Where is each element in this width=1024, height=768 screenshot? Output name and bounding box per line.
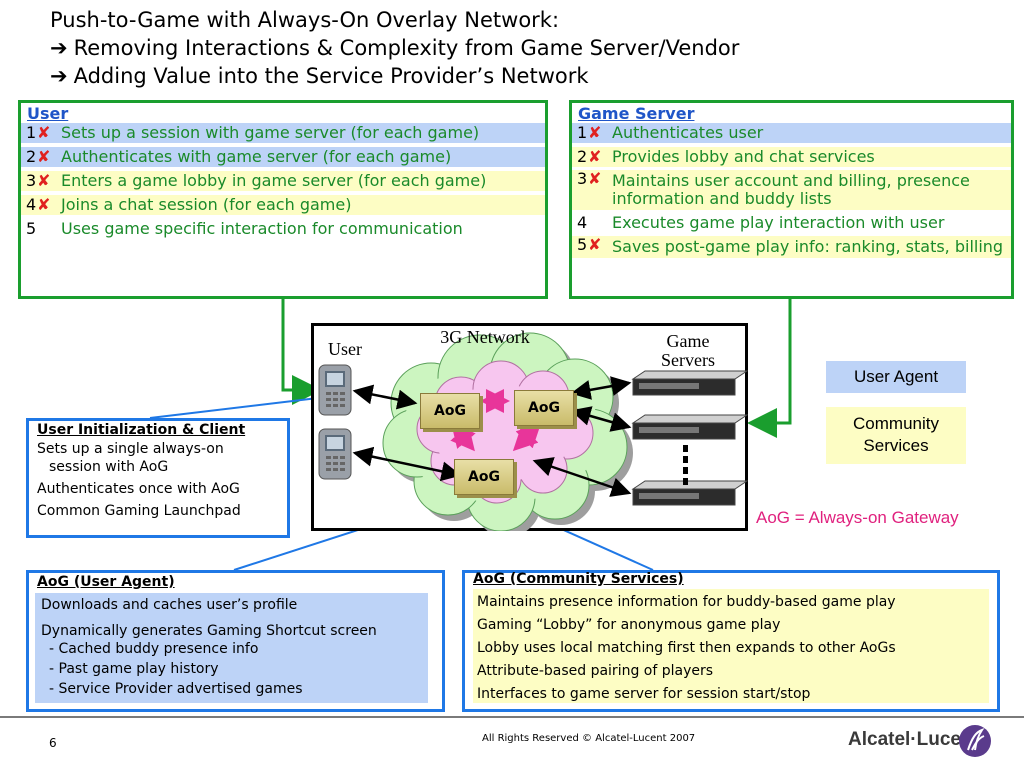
x-mark-icon: ✘ [37,195,51,214]
aog-user-agent-line: Dynamically generates Gaming Shortcut sc… [41,623,377,639]
legend-community-services: Community Services [826,407,966,464]
aog-community-line: Gaming “Lobby” for anonymous game play [477,617,781,633]
user-item-4: 4✘Joins a chat session (for each game) [21,195,545,215]
x-mark-icon: ✘ [588,123,602,142]
aog-mesh-link [512,422,542,452]
aog-definition: AoG = Always-on Gateway [756,508,959,527]
aog-community-line: Attribute-based pairing of players [477,663,714,679]
server-item-1: 1✘Authenticates user [572,123,1011,143]
user-item-1: 1✘Sets up a session with game server (fo… [21,123,545,143]
game-server-box: Game Server 1✘Authenticates user 2✘Provi… [569,100,1014,299]
aog-user-agent-line: Downloads and caches user’s profile [41,597,298,613]
cloud-label: 3G Network [440,327,529,347]
alcatel-lucent-logo-icon [959,725,991,757]
user-box-connector [281,297,322,405]
network-drawing: 3G Network User Game Servers [318,327,748,531]
aog-server3-link [532,457,632,497]
aog-user-agent-line: - Service Provider advertised games [49,681,303,697]
phone-icon [318,428,352,480]
aog-node-left: AoG [420,393,480,429]
user-item-2: 2✘Authenticates with game server (for ea… [21,147,545,167]
aog-user-agent-line: - Past game play history [49,661,219,677]
aog-mesh-link [450,422,476,452]
user-item-3: 3✘Enters a game lobby in game server (fo… [21,171,545,191]
user-init-line: Sets up a single always-on [37,441,224,457]
user-init-box: User Initialization & Client Sets up a s… [26,418,290,538]
phone-icon [318,364,352,416]
title-line-3: ➔Adding Value into the Service Provider’… [50,64,589,88]
server-box-header: Game Server [578,104,695,123]
aog-server2-link [570,406,632,432]
user-box: User 1✘Sets up a session with game serve… [18,100,548,299]
aog-community-line: Maintains presence information for buddy… [477,594,896,610]
user-init-line: Authenticates once with AoG [37,481,240,497]
server-icon [631,370,748,396]
aog-community-line: Interfaces to game server for session st… [477,686,811,702]
aog-user-agent-header: AoG (User Agent) [37,574,175,590]
user-box-header: User [27,104,69,123]
x-mark-icon: ✘ [37,171,51,190]
footer-divider [0,716,1024,718]
phone1-aog-link [352,384,418,410]
x-mark-icon: ✘ [588,147,602,166]
aog-community-box: AoG (Community Services) Maintains prese… [462,570,1000,712]
aog-community-content: Maintains presence information for buddy… [473,589,989,703]
aog-user-agent-content: Downloads and caches user’s profile Dyna… [35,593,428,703]
aog-server1-link [570,376,632,400]
phone2-aog-link [352,446,462,482]
x-mark-icon: ✘ [37,147,51,166]
servers-label-line-2: Servers [661,350,715,370]
server-icon [631,414,748,440]
aog-user-agent-box: AoG (User Agent) Downloads and caches us… [26,570,445,712]
page-number: 6 [49,736,57,750]
title-line-1: Push-to-Game with Always-On Overlay Netw… [50,8,560,32]
arrow-right-icon: ➔ [50,36,68,60]
server-item-3: 3✘Maintains user account and billing, pr… [572,170,1011,210]
x-mark-icon: ✘ [588,169,602,188]
servers-label-line-1: Game [667,331,710,351]
server-item-5: 5✘Saves post-game play info: ranking, st… [572,236,1011,258]
copyright: All Rights Reserved © Alcatel-Lucent 200… [482,733,696,744]
aog-node-right: AoG [514,390,574,426]
aog-community-header: AoG (Community Services) [473,571,684,587]
title-line-2: ➔Removing Interactions & Complexity from… [50,36,740,60]
user-init-line: Common Gaming Launchpad [37,503,241,519]
slide-title: Push-to-Game with Always-On Overlay Netw… [50,6,739,90]
legend-user-agent: User Agent [826,361,966,393]
ellipsis-dots [683,445,688,485]
server-icon [631,480,748,506]
user-init-connector [149,397,319,419]
aog-community-line: Lobby uses local matching first then exp… [477,640,896,656]
x-mark-icon: ✘ [37,123,51,142]
server-box-connector [747,297,792,438]
user-label: User [328,339,362,359]
user-init-line: session with AoG [49,459,169,475]
brand-wordmark: Alcatel·Lucent [848,729,979,750]
arrow-right-icon: ➔ [50,64,68,88]
user-init-header: User Initialization & Client [37,422,246,438]
x-mark-icon: ✘ [588,235,602,254]
aog-user-agent-line: - Cached buddy presence info [49,641,259,657]
aog-node-bottom: AoG [454,459,514,495]
server-item-2: 2✘Provides lobby and chat services [572,147,1011,167]
